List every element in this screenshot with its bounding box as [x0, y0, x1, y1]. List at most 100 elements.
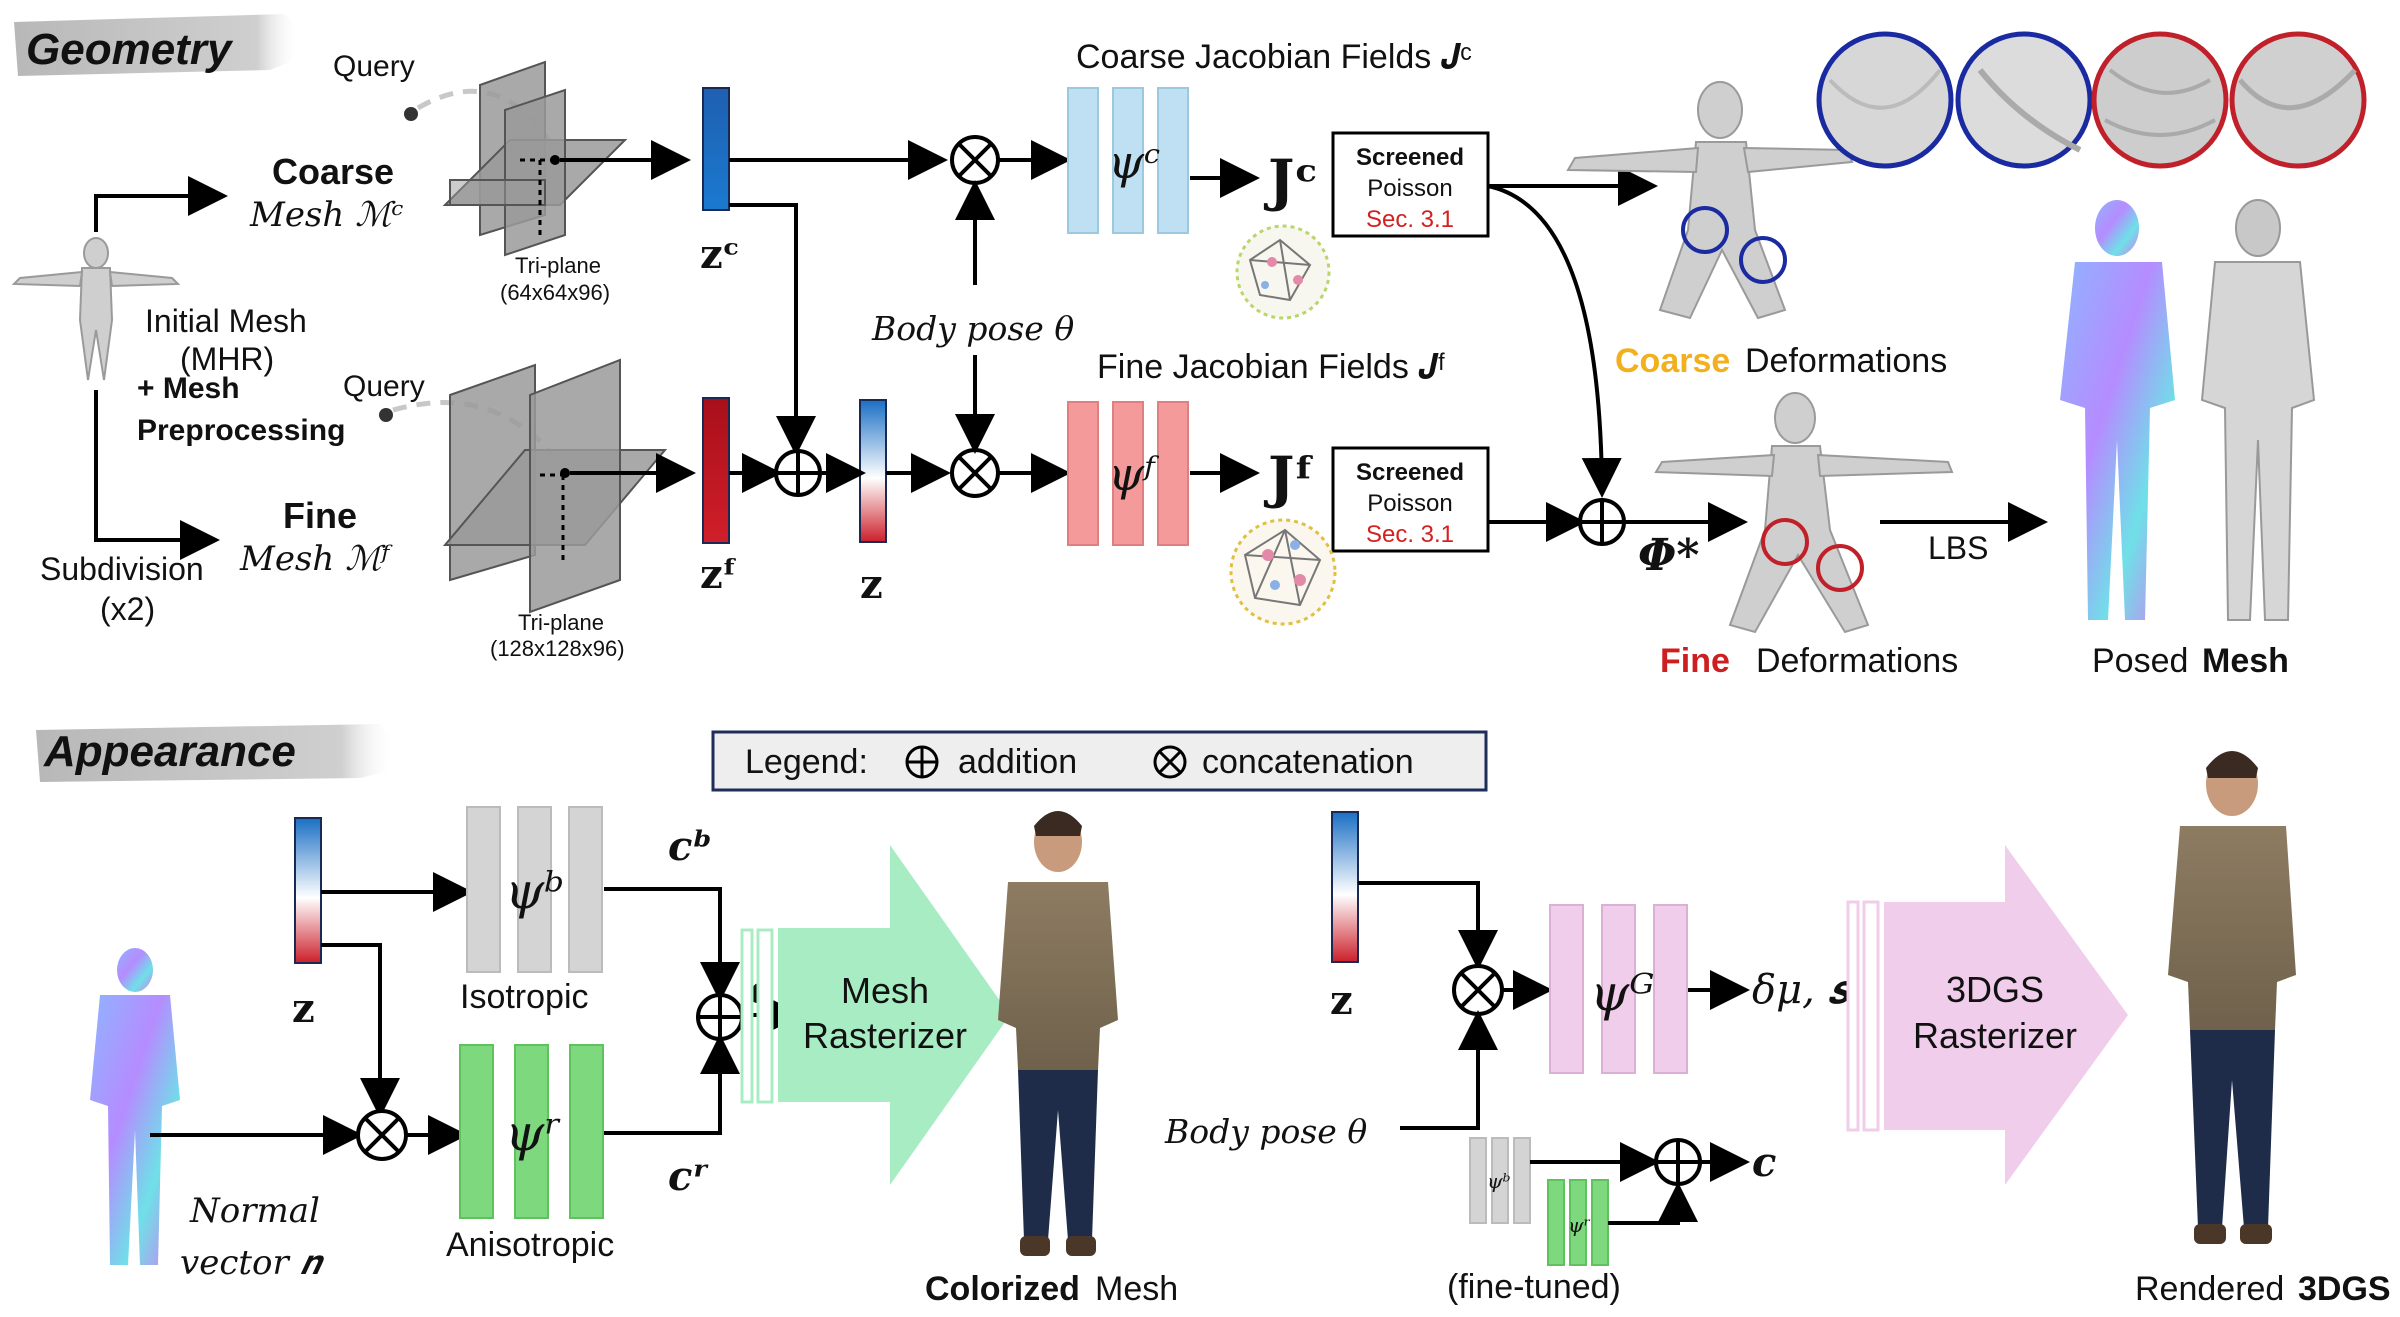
subdivision-x-label: (x2) [100, 591, 155, 627]
fine-detail-ring-2 [1816, 544, 1864, 592]
query-point-bottom [379, 408, 393, 422]
posed-gray-figure [2200, 199, 2316, 621]
zf-label: zᶠ [700, 551, 738, 598]
legend-addition: addition [958, 743, 1077, 781]
rendered-bold-label: 3DGS [2298, 1270, 2391, 1308]
gs-z-bar [1331, 811, 1359, 963]
fine-def-color-label: Fine [1660, 642, 1730, 680]
appearance-z-bar [294, 817, 322, 964]
colorized-label: Mesh [1095, 1270, 1178, 1308]
gs-z-label: z [1330, 977, 1353, 1024]
fine-detail-ring-1 [1761, 518, 1809, 566]
body-pose-label: Body pose θ [871, 309, 1074, 348]
cb-label: cᵇ [668, 823, 712, 870]
triplane-fine-label: Tri-plane [518, 610, 604, 635]
zoom-circle-1 [1816, 31, 1954, 169]
anisotropic-mlp [459, 1044, 604, 1219]
mesh-pre-label-1: + Mesh [137, 372, 240, 405]
appearance-header: Appearance [36, 724, 395, 782]
screened-label-2: Screened [1356, 459, 1464, 486]
subdivision-label: Subdivision [40, 551, 204, 587]
addition-icon [905, 745, 939, 779]
coarse-label: Coarse [272, 151, 394, 192]
psi-r-label: ψʳ [505, 1104, 562, 1162]
poisson-box-coarse: Screened Poisson Sec. 3.1 [1331, 131, 1490, 238]
zoom-circle-3 [2091, 31, 2229, 169]
zoom-circle-4 [2229, 31, 2367, 169]
fine-deformation-figure [1654, 392, 1954, 634]
fine-label: Fine [283, 495, 357, 536]
concat-node-coarse [950, 135, 1000, 185]
coarse-detail-ring-1 [1681, 206, 1729, 254]
gs-add-node [1654, 1138, 1702, 1186]
geometry-add-node [774, 449, 822, 497]
concatenation-icon [1153, 745, 1187, 779]
fine-def-label: Deformations [1756, 642, 1958, 680]
coarse-detail-ring-2 [1739, 236, 1787, 284]
query-top-label: Query [333, 50, 415, 83]
coarse-mlp [1067, 87, 1189, 234]
isotropic-label: Isotropic [460, 978, 589, 1016]
screened-label-1: Screened [1356, 144, 1464, 171]
zc-to-add-arrow [729, 203, 816, 456]
zf-feature-bar [702, 397, 730, 544]
psi-c-label: ψᶜ [1108, 135, 1160, 189]
coarse-mesh-icon [1235, 224, 1331, 320]
vector-label: vector 𝒏 [180, 1243, 325, 1283]
coarse-def-label: Deformations [1745, 342, 1947, 380]
mesh-pre-label-2: Preprocessing [137, 414, 345, 447]
triplane-fine-res: (128x128x96) [490, 636, 625, 661]
phi-star-label: Φ* [1638, 530, 1699, 581]
rendered-person-photo [2168, 751, 2296, 1244]
zc-label: zᶜ [700, 231, 740, 278]
fine-mlp [1067, 401, 1189, 546]
fine-tuned-label: (fine-tuned) [1447, 1268, 1621, 1306]
mesh-rasterizer-block: Mesh Rasterizer [740, 845, 1010, 1185]
zc-feature-bar [702, 87, 730, 211]
small-psi-b-label: ψᵇ [1487, 1169, 1511, 1193]
coarse-triplane [442, 60, 628, 257]
small-iso-mlp [1469, 1137, 1531, 1224]
coarse-jacobian-title: Coarse Jacobian Fields 𝑱ᶜ [1076, 38, 1472, 76]
to-coarse-arrow [94, 176, 228, 232]
poisson-label-2: Poisson [1367, 490, 1452, 517]
small-aniso-mlp [1547, 1179, 1609, 1266]
initial-mesh-figure [11, 237, 181, 381]
Jc-label: Jᶜ [1263, 148, 1318, 214]
appearance-add-node [696, 993, 744, 1041]
psi-g-label: ψᴳ [1590, 964, 1654, 1022]
gs-mlp [1549, 904, 1688, 1074]
small-psi-r-label: ψʳ [1568, 1213, 1591, 1237]
coarse-def-color-label: Coarse [1615, 342, 1730, 380]
deformation-add-node [1578, 498, 1626, 546]
z-feature-bar [859, 399, 887, 543]
initial-mesh-label: Initial Mesh [145, 303, 307, 339]
fine-jacobian-title: Fine Jacobian Fields 𝑱ᶠ [1097, 348, 1446, 386]
Jf-label: Jᶠ [1263, 445, 1316, 511]
fine-mesh-icon [1229, 518, 1337, 626]
gs-concat-node [1452, 964, 1504, 1016]
gs-rast-label-2: Rasterizer [1913, 1015, 2077, 1056]
gs-c-label: c [1752, 1139, 1776, 1186]
posed-normal-figure [2060, 200, 2175, 620]
fine-mesh-label: Mesh ℳᶠ [239, 539, 393, 579]
gs-rasterizer-block: 3DGS Rasterizer [1846, 845, 2128, 1185]
psi-b-label: ψᵇ [505, 862, 564, 920]
gs-rast-label-1: 3DGS [1946, 969, 2044, 1010]
mesh-rast-label-2: Rasterizer [803, 1015, 967, 1056]
mesh-rast-label-1: Mesh [841, 970, 929, 1011]
posed-label: Posed [2092, 642, 2188, 680]
gs-body-pose-label: Body pose θ [1164, 1112, 1367, 1151]
cr-label: cʳ [668, 1153, 709, 1200]
mhr-label: (MHR) [180, 341, 274, 377]
legend-concatenation: concatenation [1202, 743, 1414, 781]
coarse-mesh-label: Mesh ℳᶜ [249, 195, 403, 235]
query-point-top [404, 107, 418, 121]
posed-mesh-label: Mesh [2202, 642, 2289, 680]
dmu-s-label: δμ, 𝒔 [1752, 967, 1855, 1013]
zoom-circle-2 [1955, 31, 2093, 169]
coarse-to-sum-arrow [1487, 184, 1622, 498]
z-label: z [860, 561, 883, 608]
